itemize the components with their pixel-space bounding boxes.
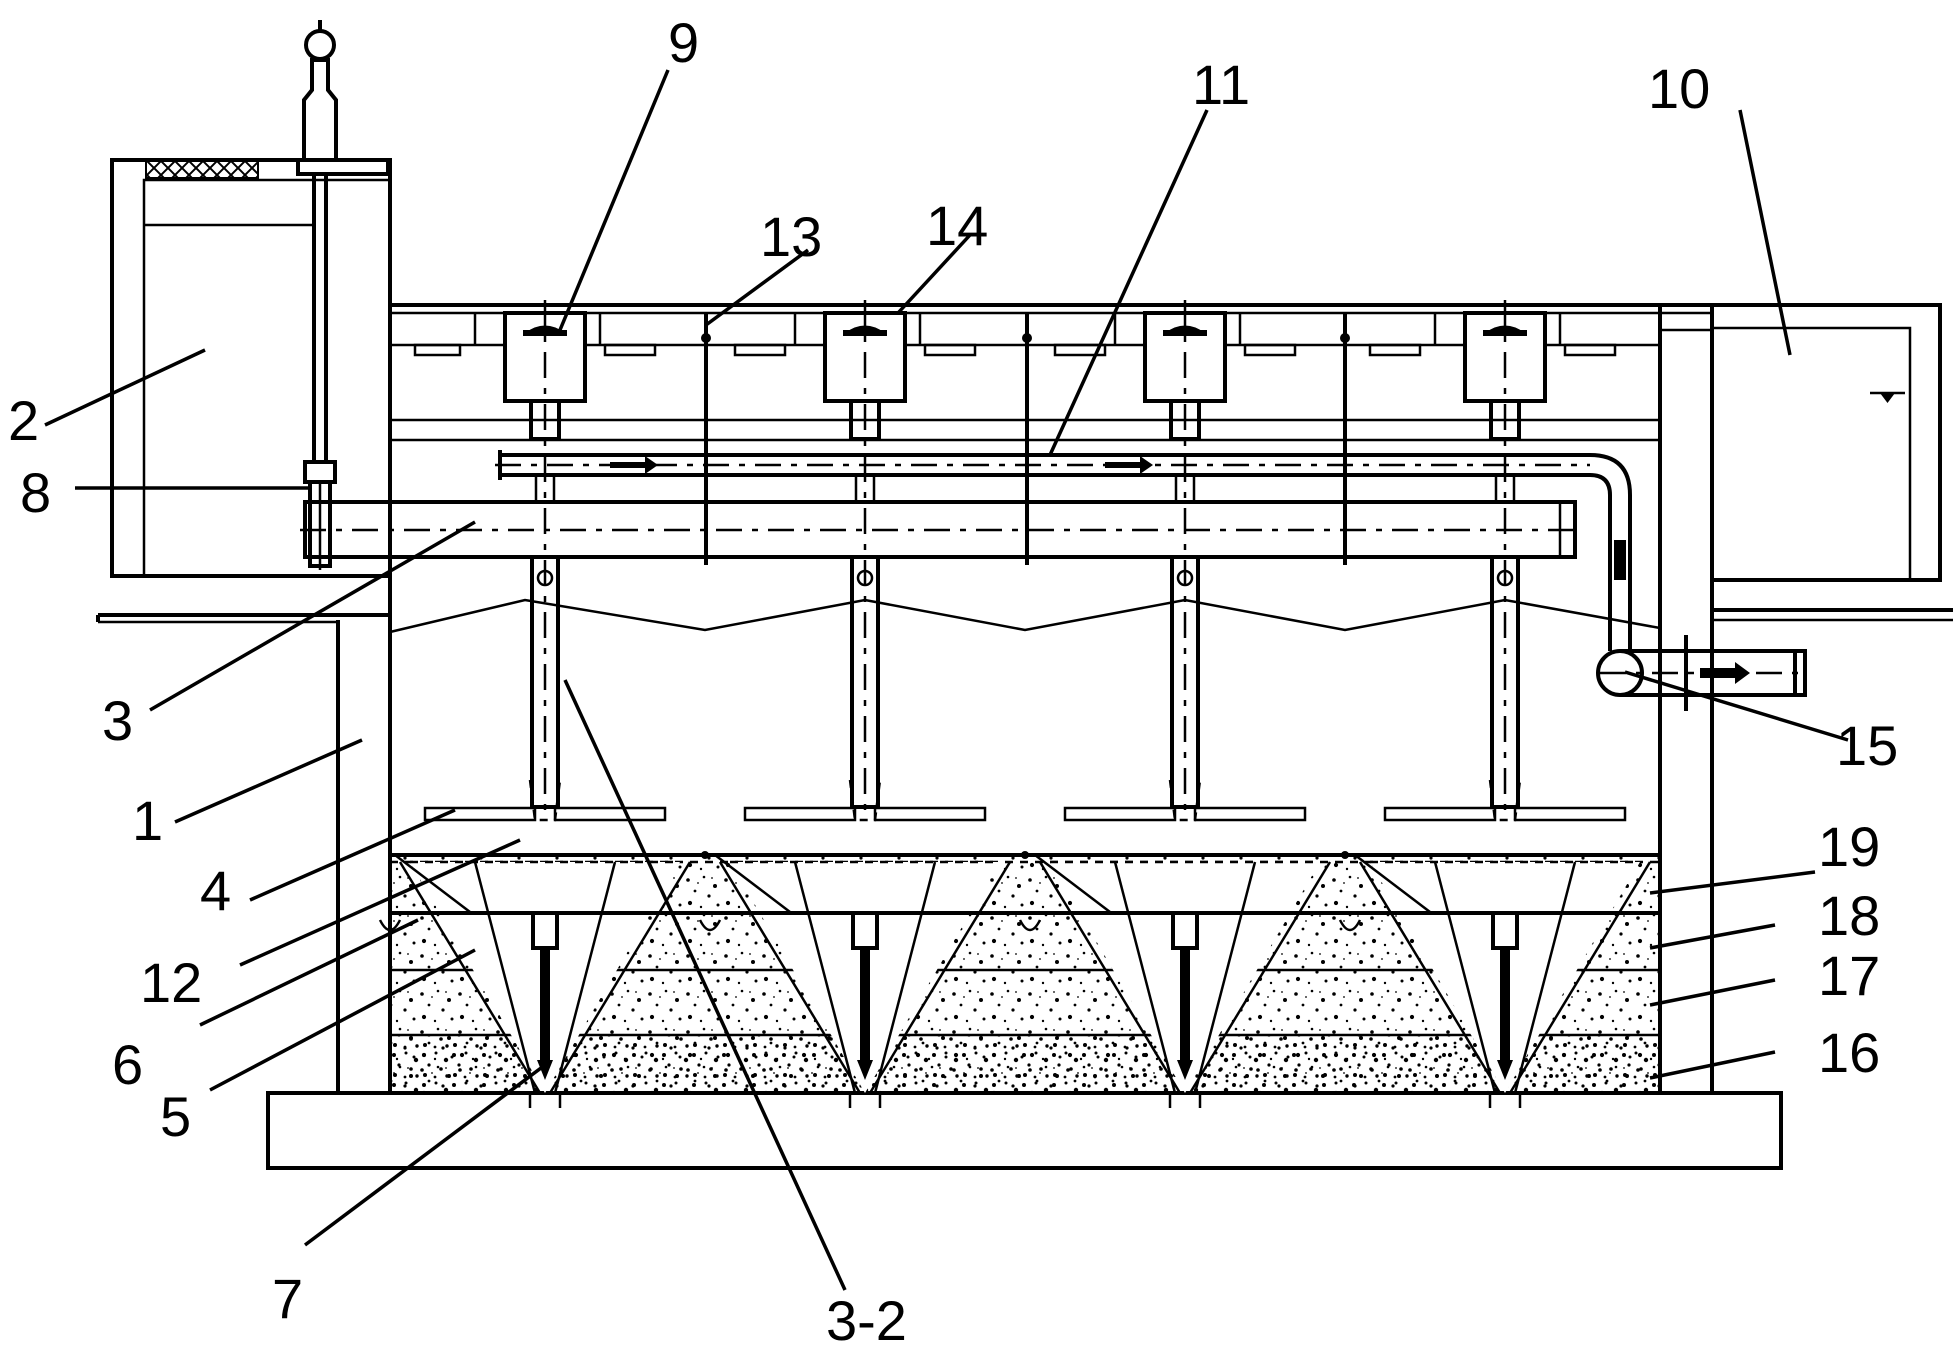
label-18: 18 [1818,884,1880,947]
hanger-rods [701,313,1350,565]
label-10: 10 [1648,57,1710,120]
upper-orifice-row [413,313,1617,357]
valve-stem [296,20,390,570]
label-9: 9 [668,11,699,74]
outlet-tank [1710,303,1953,622]
impeller [1338,779,1627,1108]
drive-unit [503,300,587,820]
air-pipe [495,450,1632,640]
impellers [378,779,1627,1108]
label-15: 15 [1836,714,1898,777]
impeller [378,779,667,1108]
drive-unit [1143,300,1227,820]
label-4: 4 [200,859,231,922]
peak-marker [1021,851,1029,859]
label-6: 6 [112,1033,143,1096]
label-13: 13 [760,205,822,268]
label-3: 3 [102,689,133,752]
label-14: 14 [926,194,988,257]
leader-lines [44,69,1849,1291]
label-16: 16 [1818,1021,1880,1084]
label-7: 7 [272,1267,303,1330]
label-12: 12 [140,951,202,1014]
drive-units [503,300,1547,820]
drive-unit [1463,300,1547,820]
inlet-tank [96,158,392,624]
peak-marker [701,851,709,859]
label-17: 17 [1818,944,1880,1007]
label-1: 1 [132,789,163,852]
impeller [698,779,987,1108]
part-labels: 2 8 3 1 4 12 6 5 7 3-2 9 13 14 11 10 15 … [8,11,1898,1352]
water-surface [389,598,1661,634]
label-11: 11 [1192,53,1250,116]
peak-marker [1341,851,1349,859]
label-19: 19 [1818,815,1880,878]
drive-unit [823,300,907,820]
label-5: 5 [160,1085,191,1148]
label-2: 2 [8,389,39,452]
label-8: 8 [20,461,51,524]
label-3-2: 3-2 [826,1289,907,1352]
outlet-pipe [1596,635,1807,711]
impeller [1018,779,1307,1108]
main-pipe [300,500,1580,559]
